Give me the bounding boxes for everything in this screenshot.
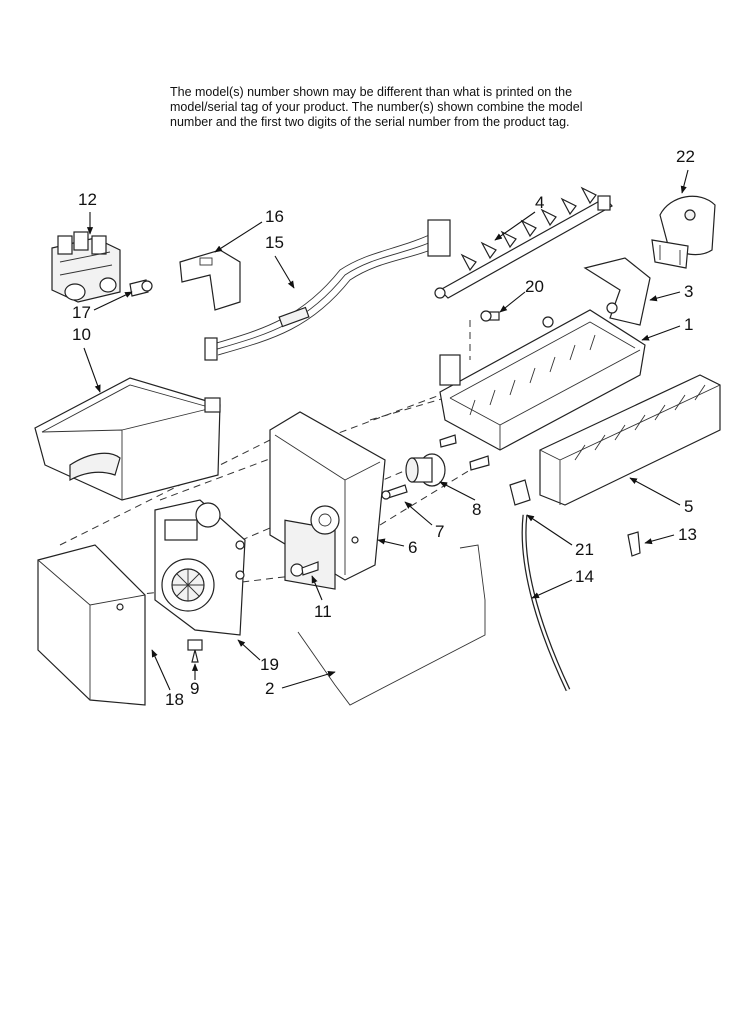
callout-label-20: 20	[525, 277, 544, 296]
callout-label-17: 17	[72, 303, 91, 322]
callout-13: 13	[644, 525, 697, 545]
callout-label-6: 6	[408, 538, 417, 557]
valve-screw	[129, 279, 153, 297]
callout-label-15: 15	[265, 233, 284, 252]
callout-label-10: 10	[72, 325, 91, 344]
callout-22: 22	[676, 147, 695, 194]
callout-label-12: 12	[78, 190, 97, 209]
motor-module	[154, 499, 246, 636]
callout-19: 19	[237, 639, 279, 674]
callout-1: 1	[641, 315, 693, 341]
callout-4: 4	[494, 193, 544, 241]
notice-line-1: The model(s) number shown may be differe…	[170, 85, 573, 99]
callout-10: 10	[72, 325, 101, 393]
plug-13	[627, 531, 641, 557]
callout-15: 15	[265, 233, 295, 289]
callout-label-7: 7	[435, 522, 444, 541]
callout-16: 16	[214, 207, 284, 253]
icemaker-housing	[269, 411, 386, 590]
callout-20: 20	[499, 277, 544, 313]
callout-label-3: 3	[684, 282, 693, 301]
callout-label-2: 2	[265, 679, 274, 698]
wire-harness-bracket	[179, 249, 241, 311]
callout-11: 11	[311, 575, 332, 621]
pins	[439, 434, 490, 471]
callout-12: 12	[78, 190, 97, 235]
notice-line-3: number and the first two digits of the s…	[170, 115, 570, 129]
callout-6: 6	[377, 538, 417, 557]
thermostat-8	[405, 453, 446, 487]
callout-label-18: 18	[165, 690, 184, 709]
callout-label-11: 11	[314, 602, 332, 621]
callout-17: 17	[72, 291, 133, 322]
shutoff-arm-2	[297, 544, 486, 706]
model-number-notice: The model(s) number shown may be differe…	[170, 85, 610, 130]
stripper-5	[539, 374, 721, 506]
fill-tube-14	[521, 514, 571, 692]
callout-label-1: 1	[684, 315, 693, 334]
callout-label-19: 19	[260, 655, 279, 674]
callout-2: 2	[265, 671, 336, 698]
callout-9: 9	[190, 663, 199, 698]
wire-harness	[204, 219, 451, 361]
callout-label-14: 14	[575, 567, 594, 586]
ice-bucket	[34, 377, 221, 501]
icemaker-cover	[37, 544, 146, 706]
callout-18: 18	[151, 649, 184, 709]
water-valve	[51, 231, 121, 303]
ice-mold	[439, 309, 646, 451]
callout-8: 8	[439, 481, 481, 519]
shutoff-pin-7	[381, 484, 408, 500]
callout-label-16: 16	[265, 207, 284, 226]
callout-7: 7	[404, 501, 444, 541]
ejector	[434, 186, 613, 299]
callout-label-21: 21	[575, 540, 594, 559]
housing-screw-11	[290, 561, 319, 577]
callout-21: 21	[526, 514, 594, 559]
callout-label-22: 22	[676, 147, 695, 166]
callout-label-5: 5	[684, 497, 693, 516]
mold-screw-20	[480, 310, 500, 322]
callout-label-8: 8	[472, 500, 481, 519]
callout-3: 3	[649, 282, 693, 302]
callout-14: 14	[531, 567, 594, 599]
callout-label-4: 4	[535, 193, 544, 212]
callout-label-9: 9	[190, 679, 199, 698]
callout-5: 5	[629, 477, 693, 516]
mounting-screw-9	[187, 639, 203, 663]
callout-label-13: 13	[678, 525, 697, 544]
clip-21	[509, 479, 531, 506]
notice-line-2: model/serial tag of your product. The nu…	[170, 100, 583, 114]
stripper-bracket-3	[583, 257, 651, 326]
fill-cup-22	[651, 195, 716, 269]
